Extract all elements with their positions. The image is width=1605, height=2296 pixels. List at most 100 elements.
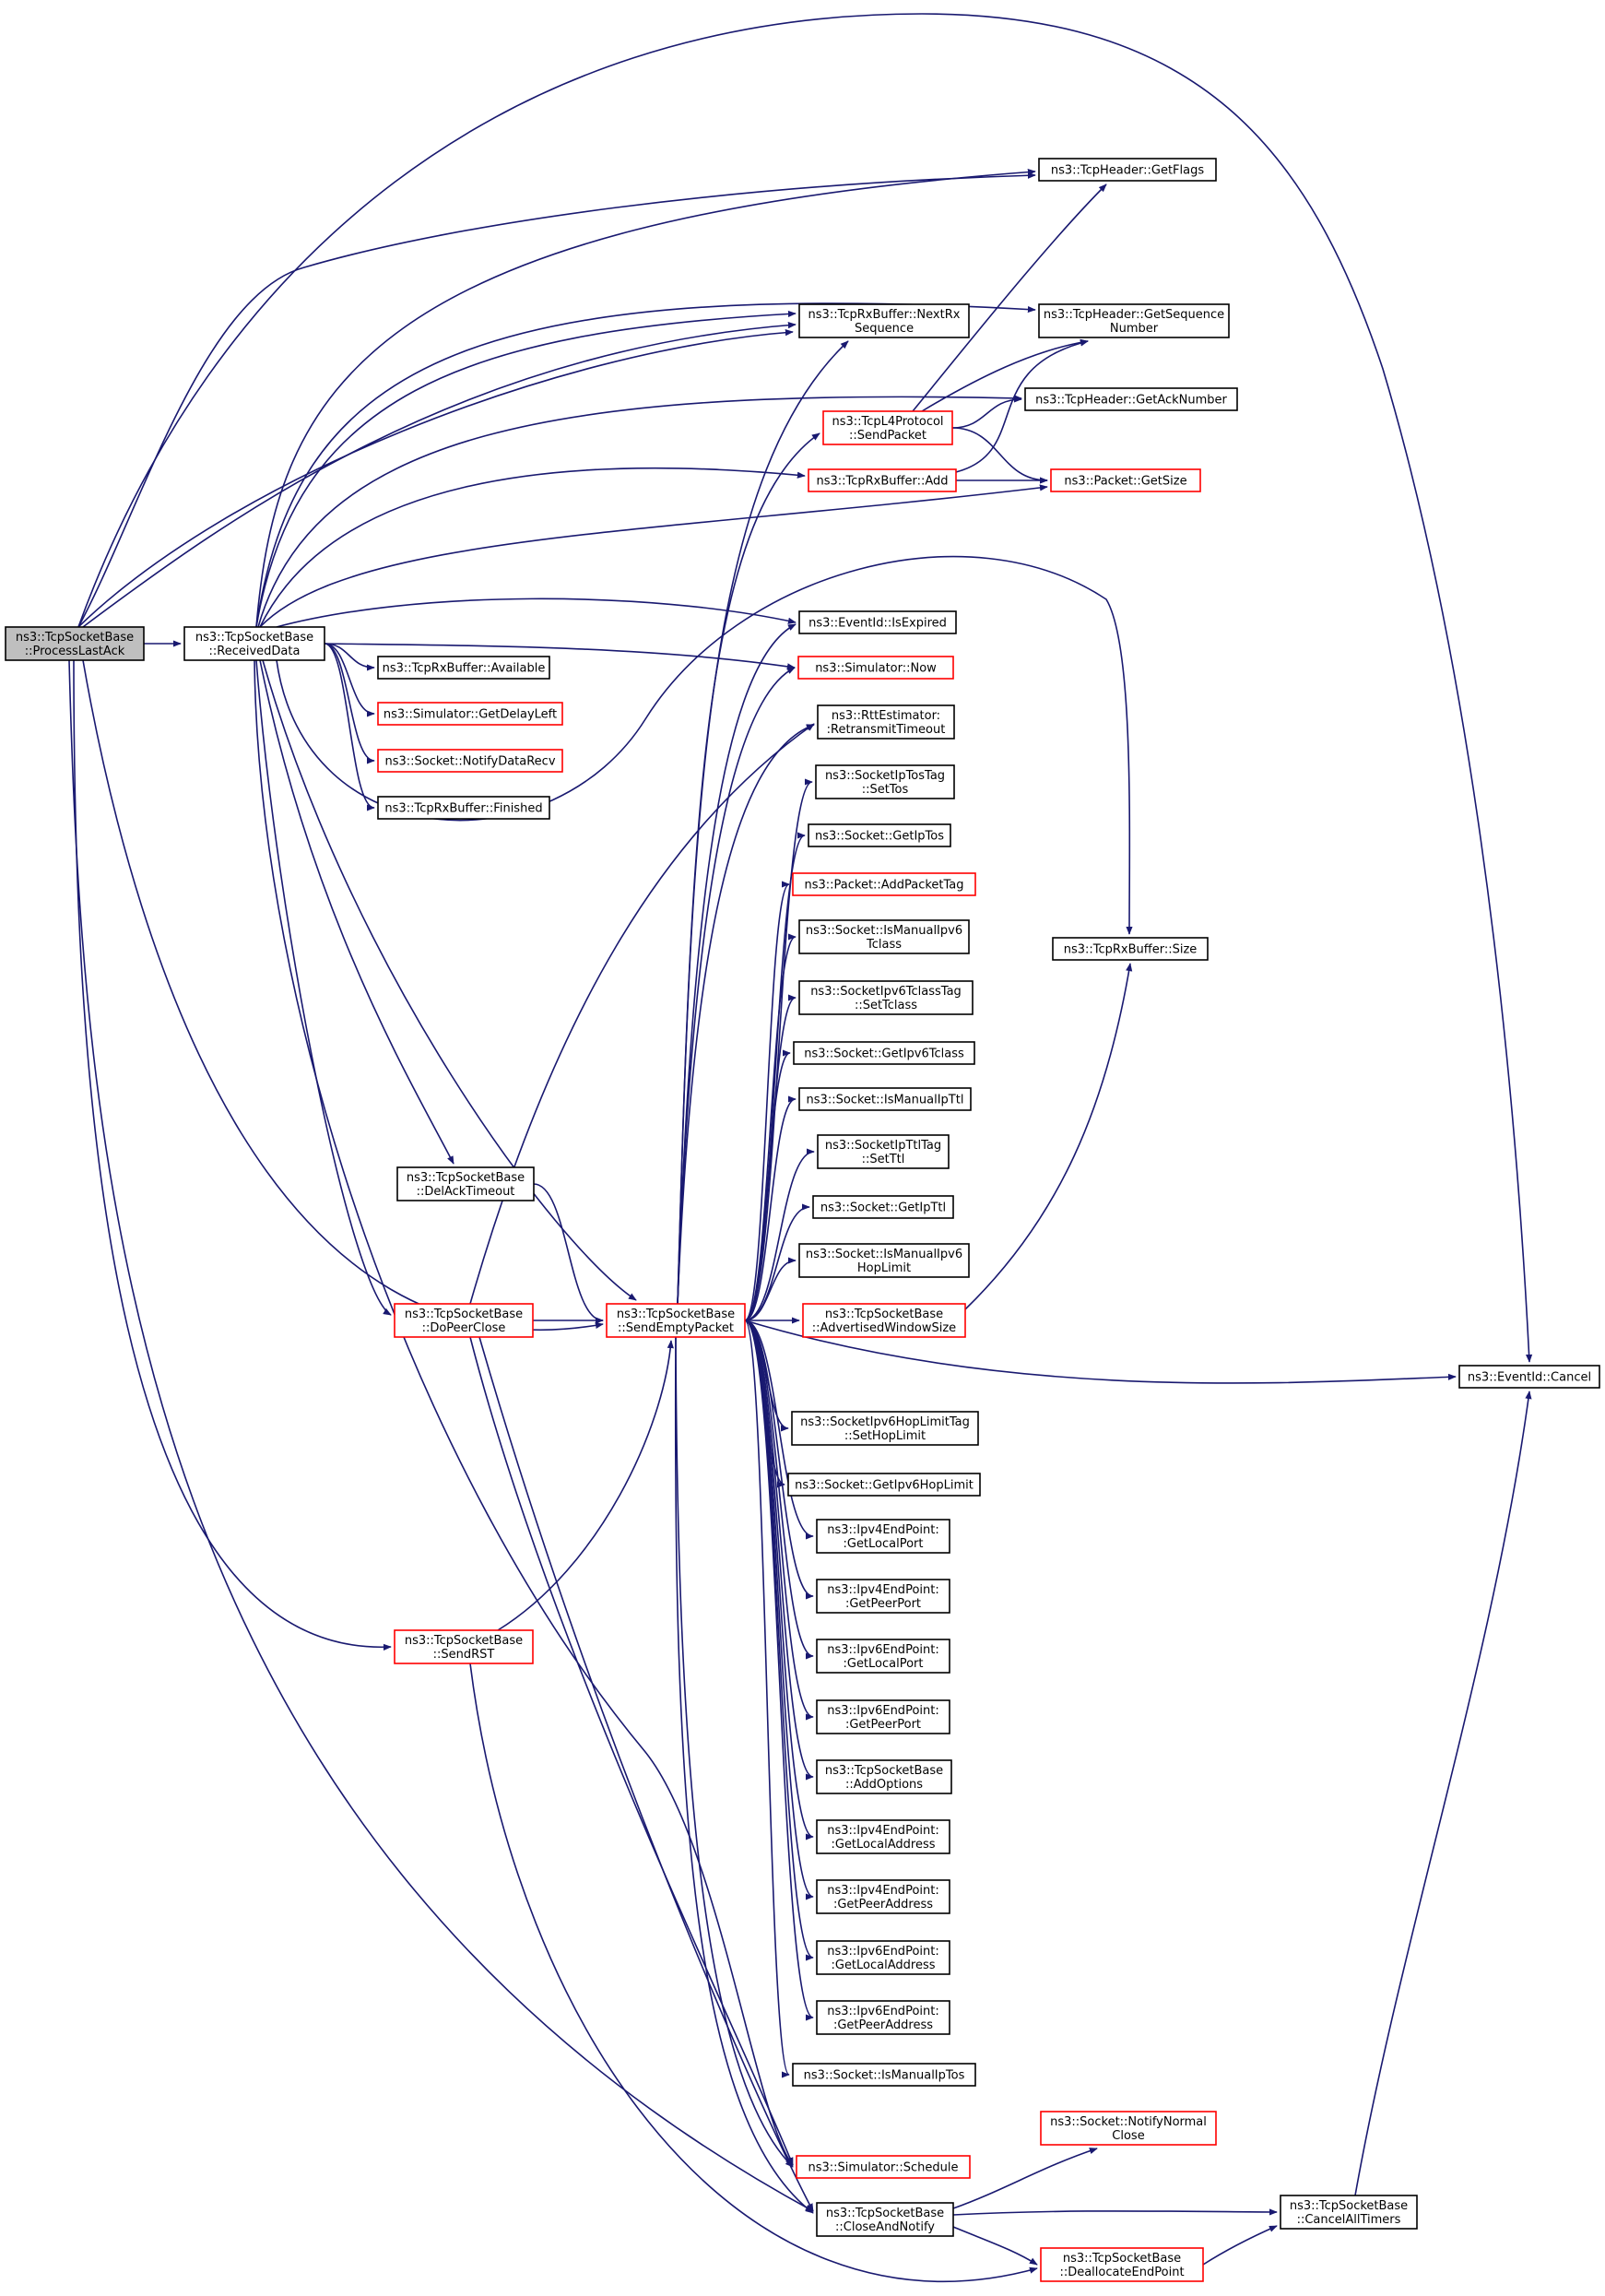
function-node-socket-get-ip-ttl[interactable]: ns3::Socket::GetIpTtl xyxy=(812,1195,954,1219)
function-node-eventid-is-expired[interactable]: ns3::EventId::IsExpired xyxy=(798,610,957,634)
function-node-deallocate-end-point[interactable]: ns3::TcpSocketBase::DeallocateEndPoint xyxy=(1040,2247,1204,2282)
function-node-socket-notify-data-recv[interactable]: ns3::Socket::NotifyDataRecv xyxy=(377,749,563,773)
function-node-eventid-cancel[interactable]: ns3::EventId::Cancel xyxy=(1458,1365,1600,1389)
node-label: ns3::Socket::GetIpv6HopLimit xyxy=(795,1479,974,1493)
function-node-rtt-retransmit-timeout[interactable]: ns3::RttEstimator::RetransmitTimeout xyxy=(817,704,955,740)
node-label: ns3::Ipv6EndPoint: xyxy=(827,1945,938,1959)
node-label: ns3::Socket::IsManualIpTtl xyxy=(807,1094,964,1107)
function-node-ipv6-endpoint-get-local-address[interactable]: ns3::Ipv6EndPoint::GetLocalAddress xyxy=(816,1940,950,1975)
function-node-socket-ipv6-tclass-tag-set-tclass[interactable]: ns3::SocketIpv6TclassTag::SetTclass xyxy=(798,980,974,1015)
function-node-socket-ipv6-hop-limit-tag-set-hop-limit[interactable]: ns3::SocketIpv6HopLimitTag::SetHopLimit xyxy=(791,1411,979,1446)
function-node-rx-buffer-size[interactable]: ns3::TcpRxBuffer::Size xyxy=(1052,937,1209,961)
function-node-get-flags[interactable]: ns3::TcpHeader::GetFlags xyxy=(1038,158,1217,182)
call-edge xyxy=(259,467,806,628)
function-node-socket-ip-ttl-tag-set-ttl[interactable]: ns3::SocketIpTtlTag::SetTtl xyxy=(817,1134,950,1169)
node-label: :RetransmitTimeout xyxy=(827,723,946,737)
function-node-send-rst[interactable]: ns3::TcpSocketBase::SendRST xyxy=(394,1629,534,1664)
function-node-socket-ip-tos-tag-set-tos[interactable]: ns3::SocketIpTosTag::SetTos xyxy=(815,764,955,799)
function-node-process-last-ack[interactable]: ns3::TcpSocketBase::ProcessLastAck xyxy=(5,626,145,661)
node-label: ns3::RttEstimator: xyxy=(832,709,940,723)
function-node-ipv6-endpoint-get-peer-port[interactable]: ns3::Ipv6EndPoint::GetPeerPort xyxy=(816,1699,950,1734)
function-node-ipv6-endpoint-get-peer-address[interactable]: ns3::Ipv6EndPoint::GetPeerAddress xyxy=(816,2000,950,2035)
node-box xyxy=(792,872,976,896)
function-node-rx-buffer-available[interactable]: ns3::TcpRxBuffer::Available xyxy=(377,656,550,680)
function-node-get-ack-number[interactable]: ns3::TcpHeader::GetAckNumber xyxy=(1024,387,1238,411)
function-node-ipv4-endpoint-get-peer-address[interactable]: ns3::Ipv4EndPoint::GetPeerAddress xyxy=(816,1879,950,1914)
call-edge xyxy=(324,643,375,717)
node-label: ns3::TcpRxBuffer::Size xyxy=(1064,943,1198,957)
function-node-received-data[interactable]: ns3::TcpSocketBase::ReceivedData xyxy=(183,626,325,661)
function-node-ipv4-endpoint-get-peer-port[interactable]: ns3::Ipv4EndPoint::GetPeerPort xyxy=(816,1579,950,1614)
node-label: :GetPeerPort xyxy=(845,1718,921,1732)
node-label: :GetLocalPort xyxy=(843,1537,923,1551)
node-label: ns3::TcpSocketBase xyxy=(1063,2252,1181,2266)
node-label: ns3::TcpHeader::GetSequence xyxy=(1044,308,1224,322)
node-box xyxy=(798,980,974,1015)
call-edge xyxy=(744,1320,790,2078)
call-edge xyxy=(744,1257,797,1321)
node-label: :GetLocalAddress xyxy=(831,1838,935,1852)
function-node-do-peer-close[interactable]: ns3::TcpSocketBase::DoPeerClose xyxy=(394,1303,534,1338)
call-edge xyxy=(469,1663,1038,2283)
node-label: ns3::TcpRxBuffer::Add xyxy=(816,475,948,489)
node-box xyxy=(816,2000,950,2035)
call-edge xyxy=(497,1340,674,1631)
call-edge xyxy=(674,1336,814,2214)
node-label: Sequence xyxy=(855,322,914,336)
function-node-ipv6-endpoint-get-local-port[interactable]: ns3::Ipv6EndPoint::GetLocalPort xyxy=(816,1639,950,1674)
node-label: ns3::SocketIpv6TclassTag xyxy=(810,985,962,999)
node-label: ns3::TcpRxBuffer::Available xyxy=(383,662,546,676)
function-node-close-and-notify[interactable]: ns3::TcpSocketBase::CloseAndNotify xyxy=(816,2202,954,2237)
function-node-simulator-get-delay-left[interactable]: ns3::Simulator::GetDelayLeft xyxy=(377,702,563,726)
call-edge xyxy=(324,643,796,670)
node-label: ns3::TcpSocketBase xyxy=(405,1308,523,1321)
call-edge xyxy=(744,1148,815,1321)
function-node-packet-add-packet-tag[interactable]: ns3::Packet::AddPacketTag xyxy=(792,872,976,896)
function-node-rx-buffer-add[interactable]: ns3::TcpRxBuffer::Add xyxy=(808,468,957,492)
node-box xyxy=(1024,387,1238,411)
node-label: :GetPeerAddress xyxy=(833,1898,933,1911)
call-edge xyxy=(469,1336,794,2166)
node-box xyxy=(798,1087,972,1111)
function-node-packet-get-size[interactable]: ns3::Packet::GetSize xyxy=(1050,468,1201,492)
call-edge xyxy=(324,643,375,764)
function-node-send-empty-packet[interactable]: ns3::TcpSocketBase::SendEmptyPacket xyxy=(606,1303,746,1338)
function-node-cancel-all-timers[interactable]: ns3::TcpSocketBase::CancelAllTimers xyxy=(1280,2195,1418,2230)
function-node-rx-buffer-finished[interactable]: ns3::TcpRxBuffer::Finished xyxy=(377,796,550,820)
call-edge xyxy=(533,1183,604,1324)
function-node-simulator-now[interactable]: ns3::Simulator::Now xyxy=(797,656,954,680)
function-node-tcp-l4-send-packet[interactable]: ns3::TcpL4Protocol::SendPacket xyxy=(822,410,953,445)
node-box xyxy=(817,704,955,740)
function-node-advertised-window-size[interactable]: ns3::TcpSocketBase::AdvertisedWindowSize xyxy=(802,1303,966,1338)
function-node-ipv4-endpoint-get-local-port[interactable]: ns3::Ipv4EndPoint::GetLocalPort xyxy=(816,1519,950,1554)
function-node-socket-get-ip-tos[interactable]: ns3::Socket::GetIpTos xyxy=(808,823,951,847)
node-box xyxy=(792,2063,976,2087)
call-edge xyxy=(744,1320,814,1721)
node-label: ::SetTtl xyxy=(862,1153,905,1166)
function-node-simulator-schedule[interactable]: ns3::Simulator::Schedule xyxy=(796,2155,971,2179)
function-node-del-ack-timeout[interactable]: ns3::TcpSocketBase::DelAckTimeout xyxy=(396,1166,535,1201)
function-node-add-options[interactable]: ns3::TcpSocketBase::AddOptions xyxy=(816,1759,952,1794)
node-box xyxy=(1052,937,1209,961)
call-edge xyxy=(952,2208,1278,2216)
call-edge xyxy=(324,643,375,811)
call-edge xyxy=(677,724,815,1305)
node-label: ns3::Socket::IsManualIpTos xyxy=(804,2069,965,2083)
function-node-socket-is-manual-ip-ttl[interactable]: ns3::Socket::IsManualIpTtl xyxy=(798,1087,972,1111)
call-edge xyxy=(259,484,1048,628)
node-label: ns3::SocketIpTosTag xyxy=(825,769,945,783)
function-node-ipv4-endpoint-get-local-address[interactable]: ns3::Ipv4EndPoint::GetLocalAddress xyxy=(816,1819,950,1854)
node-label: ns3::TcpSocketBase xyxy=(825,1764,943,1778)
call-edge xyxy=(255,169,1036,628)
function-node-socket-is-manual-ip-tos[interactable]: ns3::Socket::IsManualIpTos xyxy=(792,2063,976,2087)
node-label: ns3::EventId::IsExpired xyxy=(808,617,947,631)
node-label: ::SetTos xyxy=(862,783,909,797)
node-label: ns3::TcpSocketBase xyxy=(617,1308,735,1321)
function-node-socket-get-ipv6-hop-limit[interactable]: ns3::Socket::GetIpv6HopLimit xyxy=(787,1473,981,1497)
function-node-socket-get-ipv6-tclass[interactable]: ns3::Socket::GetIpv6Tclass xyxy=(793,1041,975,1065)
